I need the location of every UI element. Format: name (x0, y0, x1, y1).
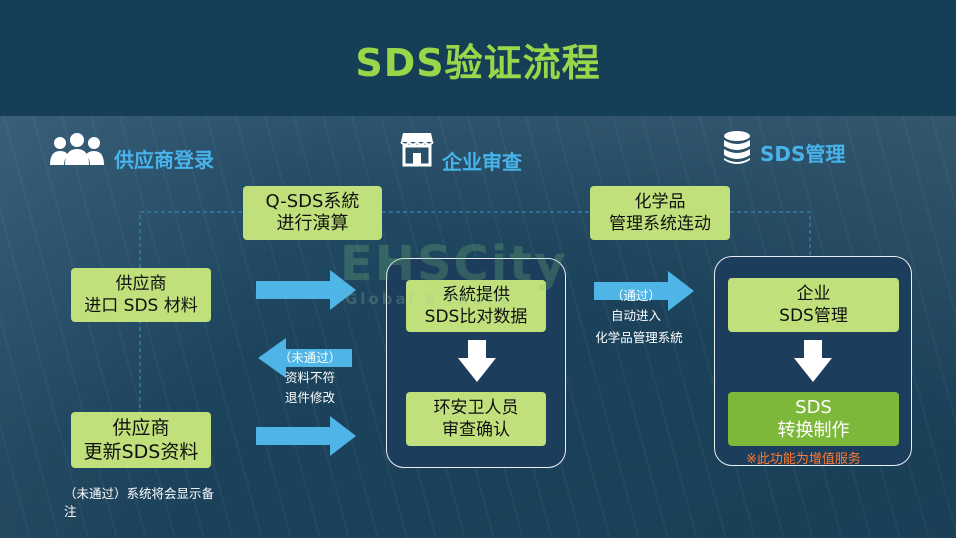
header-sds-label: SDS管理 (760, 142, 846, 166)
fail-line2: 资料不符 (284, 370, 335, 385)
header-enterprise-review: 企业审查 (400, 126, 522, 175)
supplier-import-box: 供应商 进口 SDS 材料 (71, 268, 211, 322)
arrow-down-icon (794, 340, 832, 382)
supplier-update-box: 供应商 更新SDS资料 (71, 412, 211, 468)
ehs-review-box: 环安卫人员 审查确认 (406, 392, 546, 446)
arrow-down-icon (458, 340, 496, 382)
header-supplier-login: 供应商登录 (48, 130, 214, 173)
review-line2: 审查确认 (442, 420, 510, 440)
import-line2: 进口 SDS 材料 (84, 296, 198, 316)
page-title: SDS验证流程 (355, 41, 601, 85)
convert-line2: 转换制作 (777, 420, 850, 441)
pass-note-system: 化学品管理系統 (595, 330, 683, 345)
pass-line2: 自动进入 (610, 308, 661, 323)
arrow-right-icon (594, 271, 694, 311)
mgmt-line1: 企业 (796, 284, 831, 304)
database-icon (722, 130, 752, 171)
pass-note: （通过） 自动进入 (596, 286, 676, 326)
fail-note: （未通过） 资料不符 退件修改 (268, 348, 352, 408)
import-line1: 供应商 (115, 274, 167, 294)
enterprise-sds-box: 企业 SDS管理 (728, 278, 899, 332)
review-line1: 环安卫人员 (433, 398, 519, 418)
bottom-note-line2: 注 (64, 504, 77, 519)
update-line1: 供应商 (112, 417, 170, 439)
header-band (0, 0, 956, 116)
mgmt-line2: SDS管理 (779, 306, 848, 326)
watermark-logo: EHSCity (340, 236, 568, 292)
bottom-note: （未通过）系统将会显示备 注 (64, 484, 254, 522)
arrow-right-icon (256, 416, 356, 456)
header-sds-management: SDS管理 (722, 130, 845, 171)
chem-line1: 化学品 (634, 192, 686, 212)
people-icon (48, 131, 106, 172)
sds-compare-box: 系統提供 SDS比对数据 (406, 280, 546, 332)
header-supplier-label: 供应商登录 (114, 148, 214, 172)
update-line2: 更新SDS资料 (83, 441, 199, 463)
sds-convert-box: SDS 转换制作 (728, 392, 899, 446)
compare-line1: 系統提供 (442, 285, 510, 305)
value-added-note: ※此功能为增值服务 (746, 452, 861, 467)
compare-line2: SDS比对数据 (424, 307, 528, 327)
qsds-line2: 进行演算 (276, 213, 349, 234)
qsds-line1: Q-SDS系統 (265, 191, 360, 212)
fail-line1: （未通过） (278, 350, 342, 365)
arrow-left-icon (258, 338, 352, 378)
store-icon (400, 129, 434, 172)
chem-line2: 管理系统连动 (609, 214, 711, 234)
qsds-calculation-box: Q-SDS系統 进行演算 (243, 186, 382, 240)
chem-system-box: 化学品 管理系统连动 (590, 186, 730, 240)
pass-line1: （通过） (610, 288, 661, 303)
bottom-note-line1: （未通过）系统将会显示备 (64, 486, 215, 501)
arrow-right-icon (256, 270, 356, 310)
header-enterprise-label: 企业审查 (442, 150, 522, 174)
convert-line1: SDS (795, 397, 832, 418)
watermark-tagline: Global E twork (345, 290, 511, 308)
fail-line3: 退件修改 (284, 390, 335, 405)
